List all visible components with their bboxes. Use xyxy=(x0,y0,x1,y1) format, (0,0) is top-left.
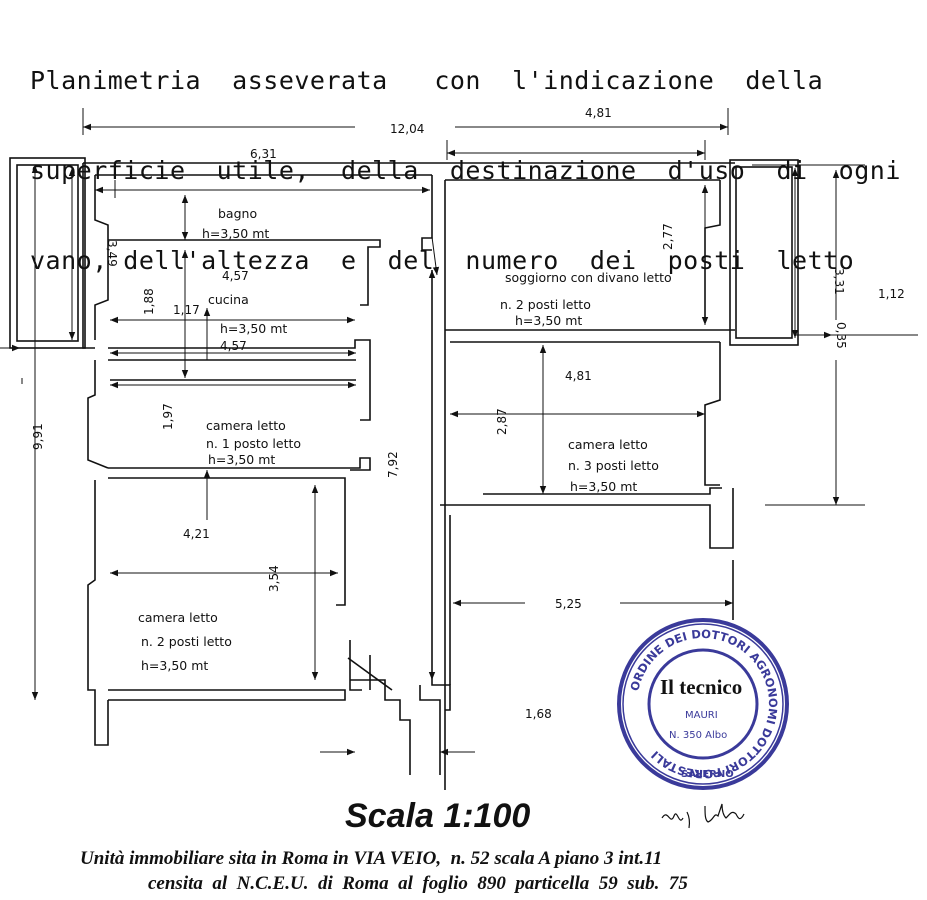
room-camera3-beds: n. 3 posti letto xyxy=(568,458,659,473)
room-bagno-name: bagno xyxy=(218,206,257,221)
plan-title: Planimetria asseverata con l'indicazione… xyxy=(30,6,910,306)
official-stamp: ORDINE DEI DOTTORI AGRONOMI DOTTORI FORE… xyxy=(617,618,789,790)
dim-2-87: 2,87 xyxy=(495,408,509,435)
stamp-number: N. 350 Albo xyxy=(669,730,727,741)
dim-1-17: 1,17 xyxy=(173,303,200,317)
dim-3-49: 3,49 xyxy=(105,240,119,267)
dim-6-31: 6,31 xyxy=(250,147,277,161)
dim-4-81-mid: 4,81 xyxy=(565,369,592,383)
dim-9-91: 9,91 xyxy=(31,423,45,450)
dim-1-88: 1,88 xyxy=(142,288,156,315)
stamp-city: SALERNO xyxy=(681,769,734,780)
title-line-3: vano, dell'altezza e del numero dei post… xyxy=(30,246,855,275)
room-camera1-height: h=3,50 mt xyxy=(208,452,275,467)
footer-line-2: censita al N.C.E.U. di Roma al foglio 89… xyxy=(148,873,688,894)
room-cucina-height: h=3,50 mt xyxy=(220,321,287,336)
room-camera3-name: camera letto xyxy=(568,437,648,452)
dim-4-81-top: 4,81 xyxy=(585,106,612,120)
room-camera1-name: camera letto xyxy=(206,418,286,433)
room-cucina-name: cucina xyxy=(208,292,249,307)
footer: Unità immobiliare sita in Roma in VIA VE… xyxy=(0,846,927,896)
stamp-name: MAURI xyxy=(685,710,718,721)
dim-4-57-b: 4,57 xyxy=(220,339,247,353)
room-camera2-beds: n. 2 posti letto xyxy=(141,634,232,649)
footer-line-1: Unità immobiliare sita in Roma in VIA VE… xyxy=(80,848,663,869)
scale-label: Scala 1:100 xyxy=(345,797,531,835)
title-line-1: Planimetria asseverata con l'indicazione… xyxy=(30,66,824,95)
dimension-lines xyxy=(0,108,918,756)
dim-12-04: 12,04 xyxy=(390,122,424,136)
room-labels: bagno h=3,50 mt cucina h=3,50 mt soggior… xyxy=(138,206,672,673)
dim-1-68: 1,68 xyxy=(525,707,552,721)
room-camera2-height: h=3,50 mt xyxy=(141,658,208,673)
stamp-signature-label: Il tecnico xyxy=(660,675,743,699)
dim-7-92: 7,92 xyxy=(386,451,400,478)
dimension-labels: 12,04 4,81 6,31 3,31 1,12 0,35 3,49 2,77… xyxy=(31,106,905,721)
dim-5-25: 5,25 xyxy=(555,597,582,611)
dim-3-54: 3,54 xyxy=(267,565,281,592)
dim-4-57-a: 4,57 xyxy=(222,269,249,283)
room-soggiorno-height: h=3,50 mt xyxy=(515,313,582,328)
dim-0-35: 0,35 xyxy=(834,322,848,349)
dim-3-31: 3,31 xyxy=(832,268,846,295)
room-camera2-name: camera letto xyxy=(138,610,218,625)
dim-1-12: 1,12 xyxy=(878,287,905,301)
room-camera1-beds: n. 1 posto letto xyxy=(206,436,301,451)
room-bagno-height: h=3,50 mt xyxy=(202,226,269,241)
room-camera3-height: h=3,50 mt xyxy=(570,479,637,494)
signature xyxy=(661,803,745,829)
dim-2-77: 2,77 xyxy=(661,223,675,250)
dim-4-21: 4,21 xyxy=(183,527,210,541)
dim-1-97: 1,97 xyxy=(161,403,175,430)
room-soggiorno-beds: n. 2 posti letto xyxy=(500,297,591,312)
room-soggiorno-name: soggiorno con divano letto xyxy=(505,270,672,285)
